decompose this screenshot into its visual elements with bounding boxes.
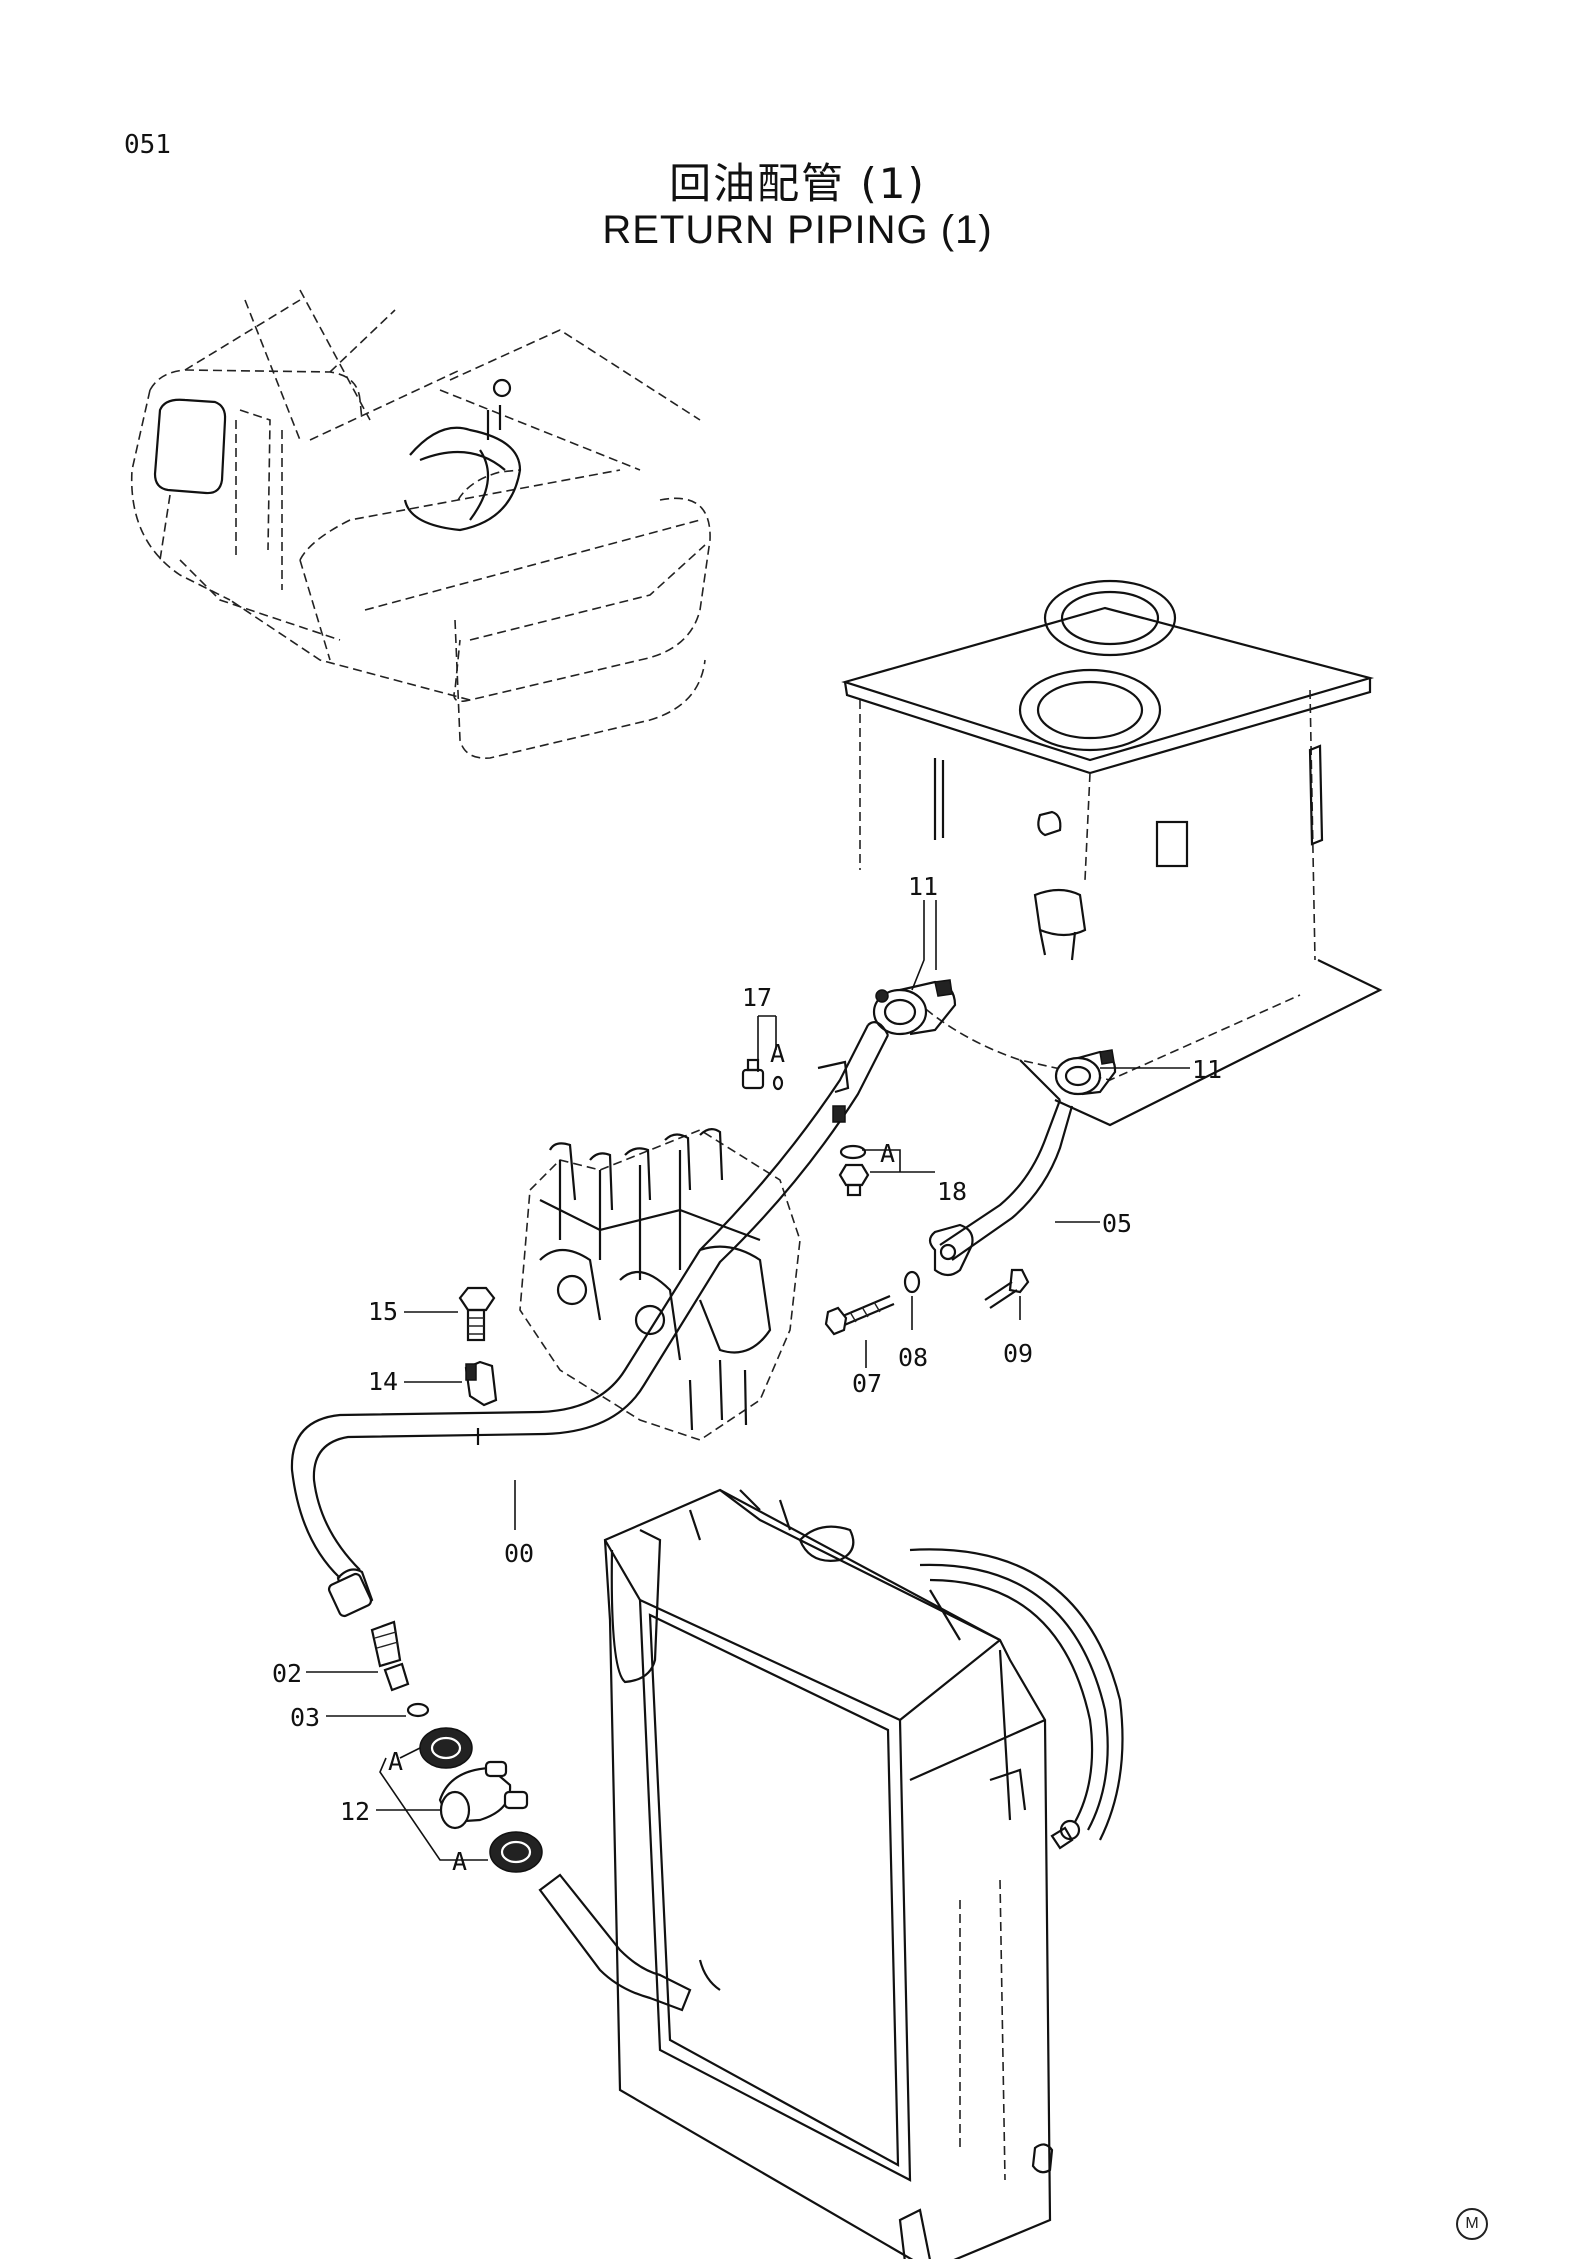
callout-07: 07	[852, 1369, 882, 1398]
callout-18: 18	[937, 1177, 967, 1206]
callout-17: 17	[742, 983, 772, 1012]
title-chinese: 回油配管 (1)	[669, 159, 926, 208]
o-ring-17	[772, 1075, 784, 1091]
callout-labels: 11 11 17 A A 18 05 15 14 07 08 09 00 02 …	[272, 872, 1222, 1876]
callout-a-18: A	[880, 1139, 895, 1168]
callout-09: 09	[1003, 1339, 1033, 1368]
radiator-oil-cooler	[538, 1488, 1124, 2259]
callout-a-top: A	[770, 1039, 785, 1068]
callout-02: 02	[272, 1659, 302, 1688]
control-valve-block	[519, 1128, 801, 1441]
bolt-09	[984, 1268, 1030, 1309]
callout-15: 15	[368, 1297, 398, 1326]
swivel-joint-12	[419, 1727, 543, 1873]
plug-18	[838, 1144, 870, 1197]
bolt-07	[824, 1294, 895, 1336]
callout-a-upper: A	[388, 1747, 403, 1776]
callout-12: 12	[340, 1797, 370, 1826]
return-pipe-00	[290, 1021, 889, 1618]
hose-clamp-upper	[872, 979, 957, 1036]
callout-00: 00	[504, 1539, 534, 1568]
leader-lines	[306, 900, 1190, 1861]
o-ring-08	[903, 1270, 921, 1294]
title-english: RETURN PIPING (1)	[602, 208, 993, 252]
adapter-02	[370, 1620, 410, 1692]
page-number: 051	[124, 130, 171, 160]
callout-05: 05	[1102, 1209, 1132, 1238]
callout-14: 14	[368, 1367, 398, 1396]
excavator-overview-illustration	[130, 289, 711, 759]
corner-circle-mark: M	[1456, 2208, 1488, 2240]
return-pipe-05	[928, 1099, 1074, 1277]
callout-11-top: 11	[908, 872, 938, 901]
callout-08: 08	[898, 1343, 928, 1372]
hydraulic-oil-tank	[841, 579, 1383, 1127]
callout-11-right: 11	[1192, 1055, 1222, 1084]
bolt-15	[458, 1286, 496, 1342]
bolt-17	[741, 1058, 765, 1090]
o-ring-18	[839, 1144, 867, 1160]
elbow-fitting	[817, 1060, 850, 1123]
o-ring-03	[406, 1702, 430, 1718]
callout-03: 03	[290, 1703, 320, 1732]
pipe-clip-14	[464, 1360, 498, 1407]
hose-clamp-right	[1054, 1049, 1117, 1096]
callout-a-lower: A	[452, 1847, 467, 1876]
